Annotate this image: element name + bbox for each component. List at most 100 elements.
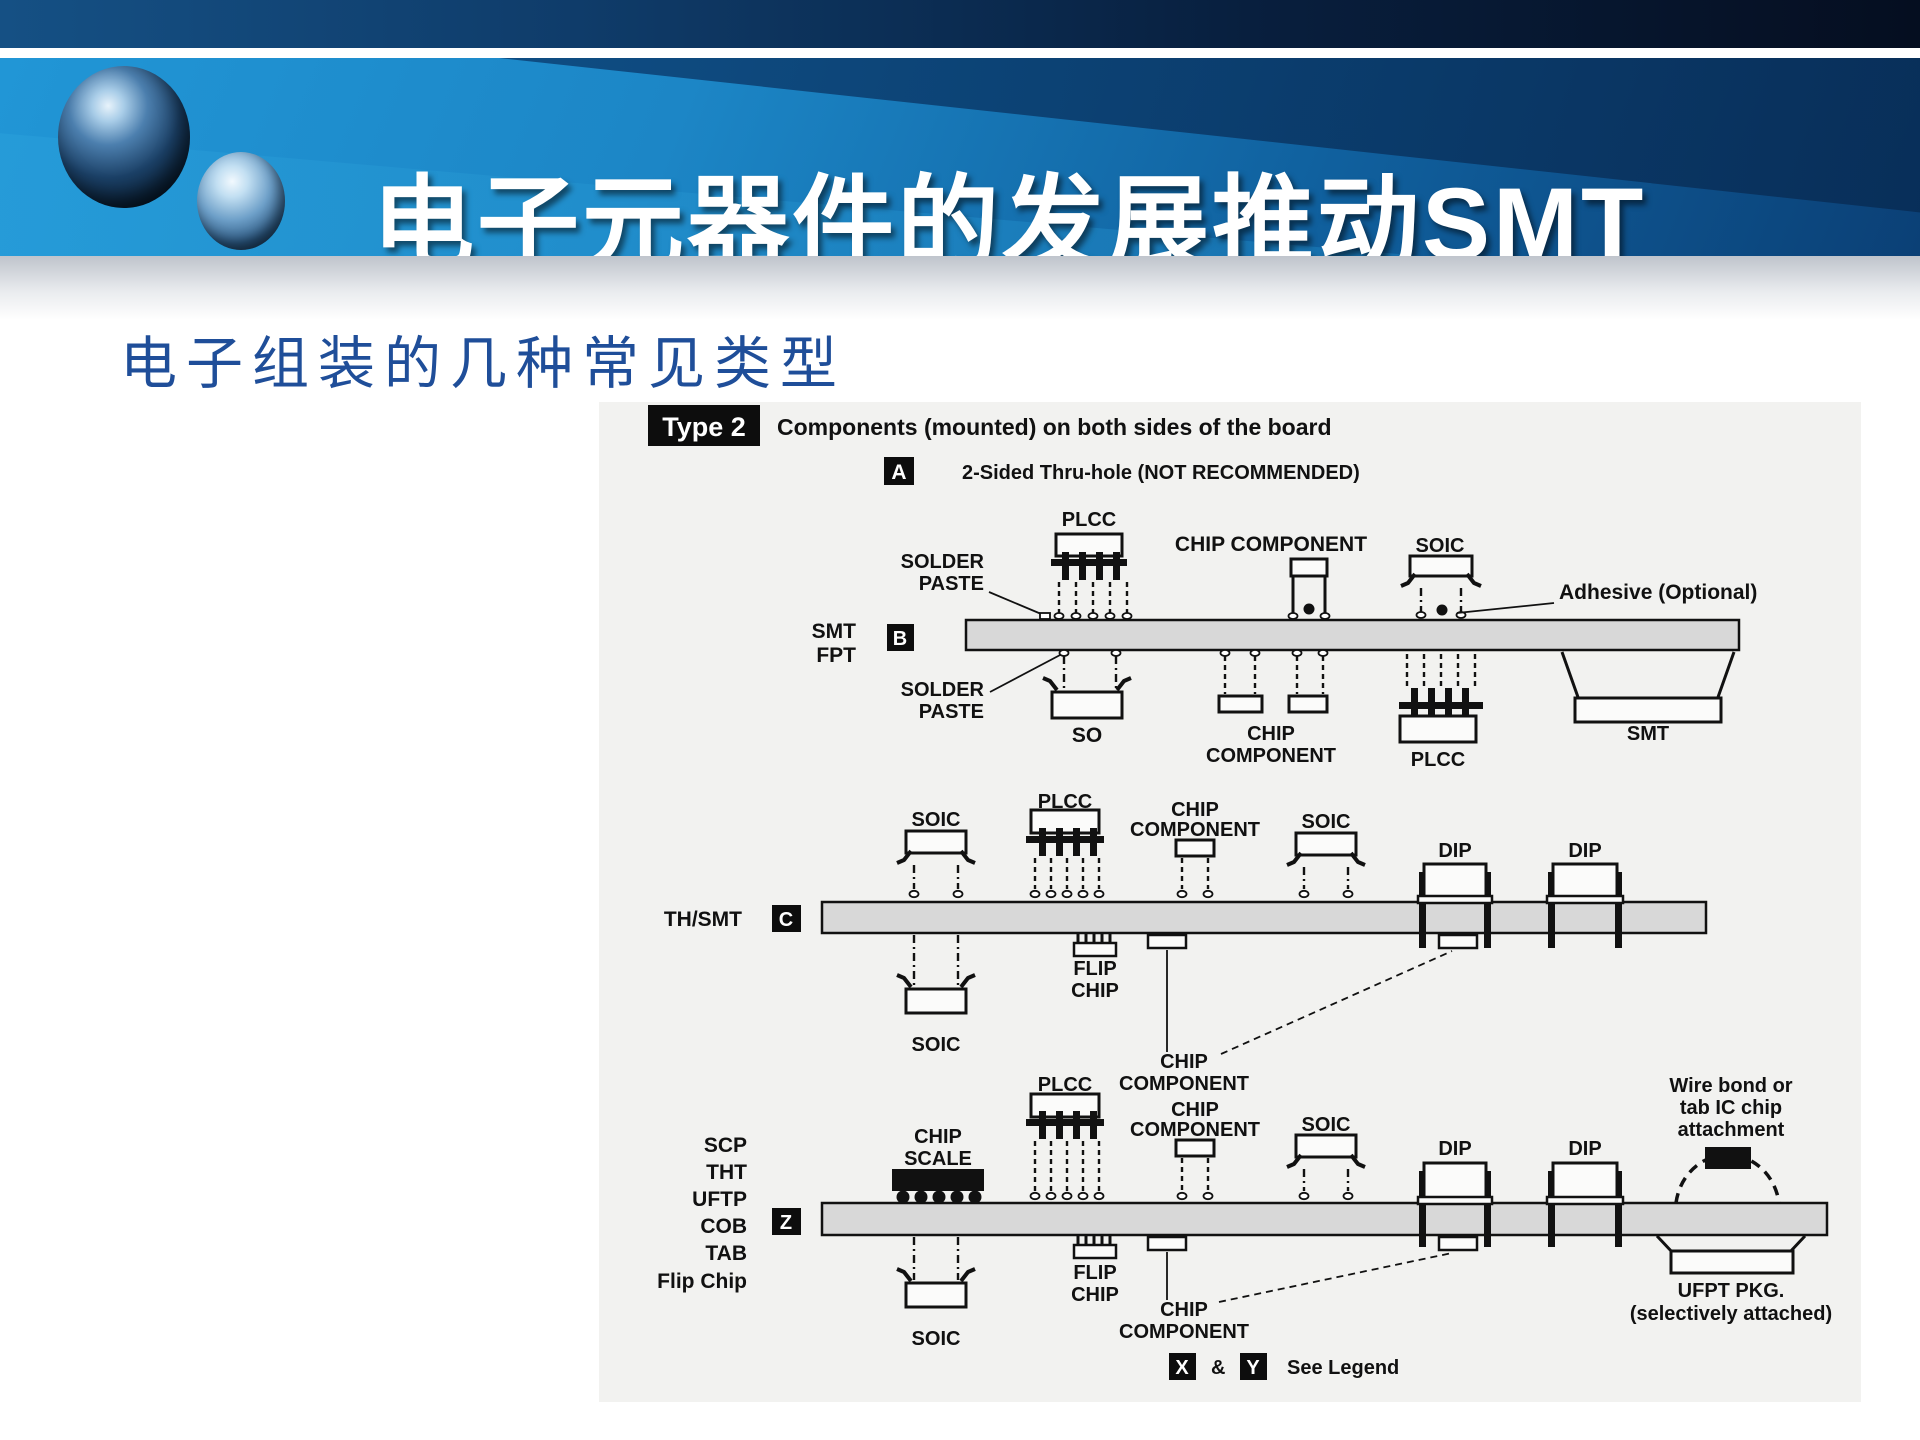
solder-paste-bottom-label-2: PASTE bbox=[919, 701, 984, 723]
page-subtitle: 电子组装的几种常见类型 bbox=[120, 331, 846, 397]
type2-badge: Type 2 bbox=[662, 412, 746, 442]
chip-c-label-1: CHIP bbox=[1171, 799, 1219, 821]
wire-bond-z: Wire bond or tab IC chip attachment bbox=[1669, 1075, 1793, 1204]
soic-left-c-label: SOIC bbox=[912, 809, 961, 831]
type2-badge-box bbox=[648, 405, 760, 446]
flip-chip-c: FLIP CHIP bbox=[1071, 933, 1119, 1002]
board-b-side-label-2: FPT bbox=[816, 644, 856, 667]
chip-z-label-1: CHIP bbox=[1171, 1099, 1219, 1121]
wire-bond-label-1: Wire bond or bbox=[1669, 1075, 1792, 1097]
flip-chip-z: FLIP CHIP bbox=[1071, 1235, 1119, 1306]
soic-right-c: SOIC bbox=[1286, 811, 1366, 899]
soic-bottom-c-label: SOIC bbox=[912, 1034, 961, 1056]
header-fade-strip bbox=[0, 256, 1920, 320]
dip1-z-label: DIP bbox=[1438, 1138, 1471, 1160]
soic-top-b-label: SOIC bbox=[1416, 535, 1465, 557]
soic-right-c-label: SOIC bbox=[1302, 811, 1351, 833]
chip-component-c: CHIP COMPONENT bbox=[1130, 799, 1260, 899]
adhesive-dot bbox=[1303, 603, 1315, 615]
dip2-z-label: DIP bbox=[1568, 1138, 1601, 1160]
diagram-header: Type 2 Components (mounted) on both side… bbox=[648, 405, 1360, 485]
row-a-badge: A bbox=[891, 461, 906, 484]
plcc-top-b: PLCC bbox=[1051, 509, 1133, 620]
logo-sphere-large bbox=[58, 66, 190, 208]
board-b-side-label-1: SMT bbox=[812, 620, 857, 643]
header-top-bar bbox=[0, 0, 1920, 48]
ufpt-label-2: (selectively attached) bbox=[1630, 1303, 1832, 1325]
adhesive-dot bbox=[1436, 604, 1448, 616]
board-b-section: SMT FPT B SOLDER PASTE PLCC CHIP COMPONE… bbox=[812, 509, 1758, 771]
solder-paste-top-label-2: PASTE bbox=[919, 573, 984, 595]
board-z-side-label-1: THT bbox=[706, 1161, 747, 1184]
dip2-z: DIP bbox=[1545, 1138, 1625, 1247]
chip-bottom-z-label-2: COMPONENT bbox=[1119, 1321, 1249, 1343]
plcc-z-label: PLCC bbox=[1038, 1074, 1092, 1096]
board-z-side-label-5: Flip Chip bbox=[657, 1270, 747, 1293]
assembly-diagram: Type 2 Components (mounted) on both side… bbox=[648, 405, 1832, 1380]
dip1-z: DIP bbox=[1416, 1138, 1494, 1247]
board-z-badge: Z bbox=[780, 1212, 792, 1234]
board-z-side-label-4: TAB bbox=[705, 1242, 747, 1265]
board-z-badge-box bbox=[772, 1208, 801, 1235]
board-z-side-label-0: SCP bbox=[704, 1134, 747, 1157]
smt-bottom-b-label: SMT bbox=[1627, 723, 1669, 745]
soic-bottom-z: SOIC bbox=[896, 1237, 976, 1350]
wire-bond-die bbox=[1705, 1147, 1751, 1169]
solder-paste-bottom-leader bbox=[989, 653, 1063, 693]
chip-c-label-2: COMPONENT bbox=[1130, 819, 1260, 841]
chip-component-top-b-label: CHIP COMPONENT bbox=[1175, 533, 1367, 556]
row-a-badge-box bbox=[884, 457, 914, 485]
y-badge-box bbox=[1240, 1353, 1267, 1380]
plcc-top-b-label: PLCC bbox=[1062, 509, 1116, 531]
dip1-c-label: DIP bbox=[1438, 840, 1471, 862]
soic-z-label: SOIC bbox=[1302, 1114, 1351, 1136]
legend-ampersand: & bbox=[1211, 1357, 1225, 1379]
dip2-c-label: DIP bbox=[1568, 840, 1601, 862]
plcc-c: PLCC bbox=[1026, 791, 1105, 899]
adhesive-label: Adhesive (Optional) bbox=[1559, 581, 1757, 604]
logo-sphere-small bbox=[197, 152, 285, 250]
plcc-z: PLCC bbox=[1026, 1074, 1105, 1201]
board-c-badge-box bbox=[772, 905, 801, 932]
chip-bottom-c-label-2: COMPONENT bbox=[1119, 1073, 1249, 1095]
chip-z-label-2: COMPONENT bbox=[1130, 1119, 1260, 1141]
soic-top-b: SOIC bbox=[1400, 535, 1482, 619]
board-z-side-label-3: COB bbox=[700, 1215, 747, 1238]
legend-footer: X & Y See Legend bbox=[1169, 1353, 1399, 1380]
chip-scale-z: CHIP SCALE bbox=[892, 1126, 984, 1204]
header-band: 电子元器件的发展推动SMT bbox=[0, 58, 1920, 256]
chip-component-bottom-z: CHIP COMPONENT bbox=[1119, 1235, 1479, 1343]
board-c-side-label: TH/SMT bbox=[664, 908, 742, 931]
chip-scale-label-2: SCALE bbox=[904, 1148, 972, 1170]
chip-bottom-b-label-1: CHIP bbox=[1247, 723, 1295, 745]
solder-pad bbox=[1039, 612, 1051, 620]
x-badge-box bbox=[1169, 1353, 1196, 1380]
header-white-stripe bbox=[0, 48, 1920, 58]
chip-component-bottom-b: CHIP COMPONENT bbox=[1206, 649, 1336, 767]
see-legend-label: See Legend bbox=[1287, 1357, 1399, 1379]
flip-chip-z-label-1: FLIP bbox=[1073, 1262, 1116, 1284]
plcc-bottom-b: PLCC bbox=[1398, 654, 1483, 771]
chip-bottom-z-label-1: CHIP bbox=[1160, 1299, 1208, 1321]
chip-component-top-b: CHIP COMPONENT bbox=[1175, 533, 1367, 620]
solder-paste-top-leader bbox=[988, 591, 1047, 617]
board-b-badge: B bbox=[893, 628, 907, 650]
x-badge: X bbox=[1175, 1357, 1189, 1379]
board-c bbox=[820, 900, 1708, 935]
chip-bottom-c-label-1: CHIP bbox=[1160, 1051, 1208, 1073]
chip-bottom-b-label-2: COMPONENT bbox=[1206, 745, 1336, 767]
ufpt-label-1: UFPT PKG. bbox=[1678, 1280, 1785, 1302]
board-b bbox=[964, 618, 1741, 652]
board-z-side-label-2: UFTP bbox=[692, 1188, 747, 1211]
board-z-section: SCP THT UFTP COB TAB Flip Chip Z CHIP SC… bbox=[657, 1074, 1832, 1350]
board-c-badge: C bbox=[779, 909, 793, 931]
chip-scale-label-1: CHIP bbox=[914, 1126, 962, 1148]
dip2-c: DIP bbox=[1545, 840, 1625, 948]
flip-chip-z-label-2: CHIP bbox=[1071, 1284, 1119, 1306]
ufpt-z: UFPT PKG. (selectively attached) bbox=[1630, 1234, 1832, 1325]
chip-component-z: CHIP COMPONENT bbox=[1130, 1099, 1260, 1201]
flip-chip-c-label-1: FLIP bbox=[1073, 958, 1116, 980]
so-bottom-b-label: SO bbox=[1072, 724, 1102, 747]
chip-component-bottom-c: CHIP COMPONENT bbox=[1119, 933, 1479, 1095]
solder-paste-bottom-label-1: SOLDER bbox=[901, 679, 985, 701]
